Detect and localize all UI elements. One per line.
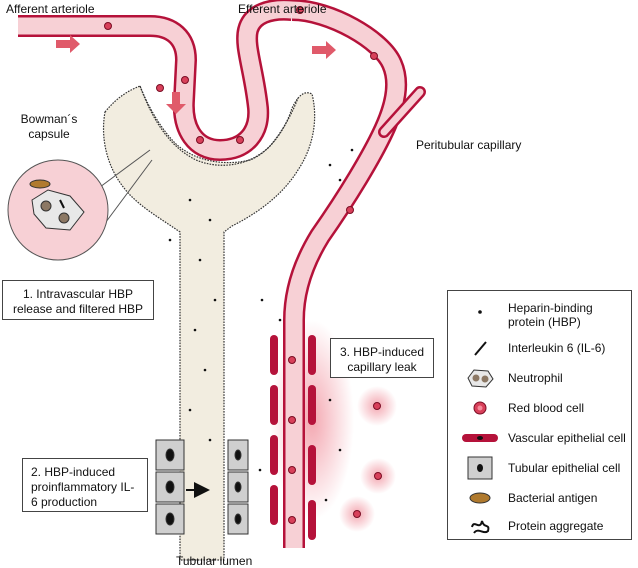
step-2-box: 2. HBP-induced proinflammatory IL-6 prod…	[22, 458, 148, 512]
tubular-lumen-label: Tubular lumen	[176, 554, 253, 568]
bacterial-antigen-icon	[469, 492, 491, 504]
hbp-dots	[168, 148, 354, 502]
step-3-box: 3. HBP-induced capillary leak	[330, 338, 434, 378]
bowman-capsule	[102, 85, 316, 561]
flow-arrows	[56, 35, 336, 114]
legend-item-tubular-cell: Tubular epithelial cell	[460, 455, 630, 481]
red-blood-cells	[104, 6, 382, 524]
legend-item-bacterial-antigen: Bacterial antigen	[460, 485, 630, 511]
legend-item-rbc: Red blood cell	[460, 395, 630, 421]
protein-aggregate-icon	[471, 520, 490, 534]
legend-item-neutrophil: Neutrophil	[460, 365, 630, 391]
step-1-box: 1. Intravascular HBP release and filtere…	[2, 280, 154, 320]
legend-item-protein-aggregate: Protein aggregate	[460, 513, 630, 539]
legend-item-hbp: Heparin-binding protein (HBP)	[460, 299, 630, 331]
legend: Heparin-binding protein (HBP) Interleuki…	[447, 290, 632, 540]
vascular-epithelial-cell-icon	[462, 434, 498, 442]
afferent-arteriole	[18, 0, 293, 161]
legend-item-vascular-cell: Vascular epithelial cell	[460, 425, 630, 451]
zoom-inset	[7, 149, 153, 261]
neutrophil-icon	[467, 369, 494, 388]
efferent-arteriole	[283, 0, 426, 548]
tubular-epithelial-cell-icon	[467, 456, 493, 480]
efferent-arteriole-label: Efferent arteriole	[238, 2, 327, 16]
red-blood-cell-icon	[473, 401, 487, 415]
bowman-capsule-label: Bowman´s capsule	[20, 112, 78, 141]
legend-item-il6: Interleukin 6 (IL-6)	[460, 335, 630, 361]
peritubular-capillary-label: Peritubular capillary	[416, 138, 522, 152]
afferent-arteriole-label: Afferent arteriole	[6, 2, 95, 16]
il6-line-icon	[474, 341, 487, 356]
hbp-dot-icon	[478, 310, 482, 314]
tubular-epithelial-cells	[155, 439, 249, 535]
vascular-epithelial-cells	[270, 335, 316, 540]
